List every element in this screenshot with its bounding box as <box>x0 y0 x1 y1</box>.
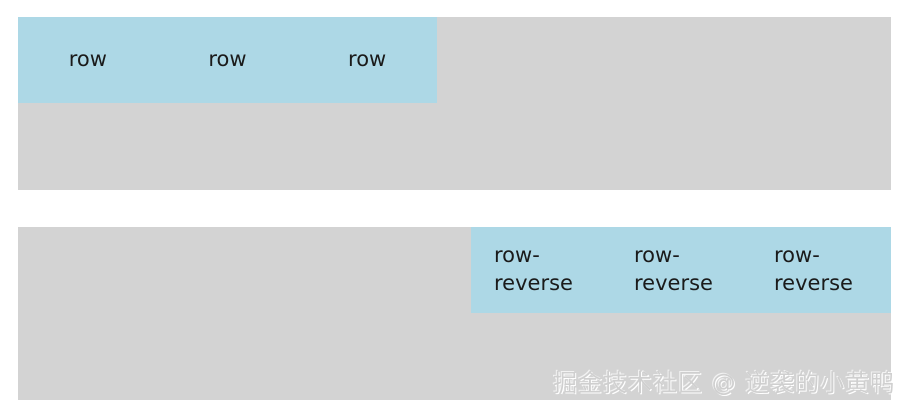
flex-item-row-2: row <box>208 47 247 72</box>
flex-container-row: row row row <box>18 17 891 190</box>
flex-strip-row-reverse: row-reverse row-reverse row-reverse <box>471 227 891 313</box>
flex-item-row-reverse-2: row-reverse <box>634 243 713 295</box>
flex-container-row-reverse: row-reverse row-reverse row-reverse <box>18 227 891 400</box>
flex-item-row-reverse-3: row-reverse <box>494 243 573 295</box>
flex-item-row-reverse-1: row-reverse <box>774 243 853 295</box>
flex-strip-row: row row row <box>18 17 437 103</box>
flex-item-row-3: row <box>348 47 387 72</box>
watermark: 掘金技术社区 @ 逆袭的小黄鸭 <box>553 369 896 397</box>
flex-item-row-1: row <box>68 47 107 72</box>
